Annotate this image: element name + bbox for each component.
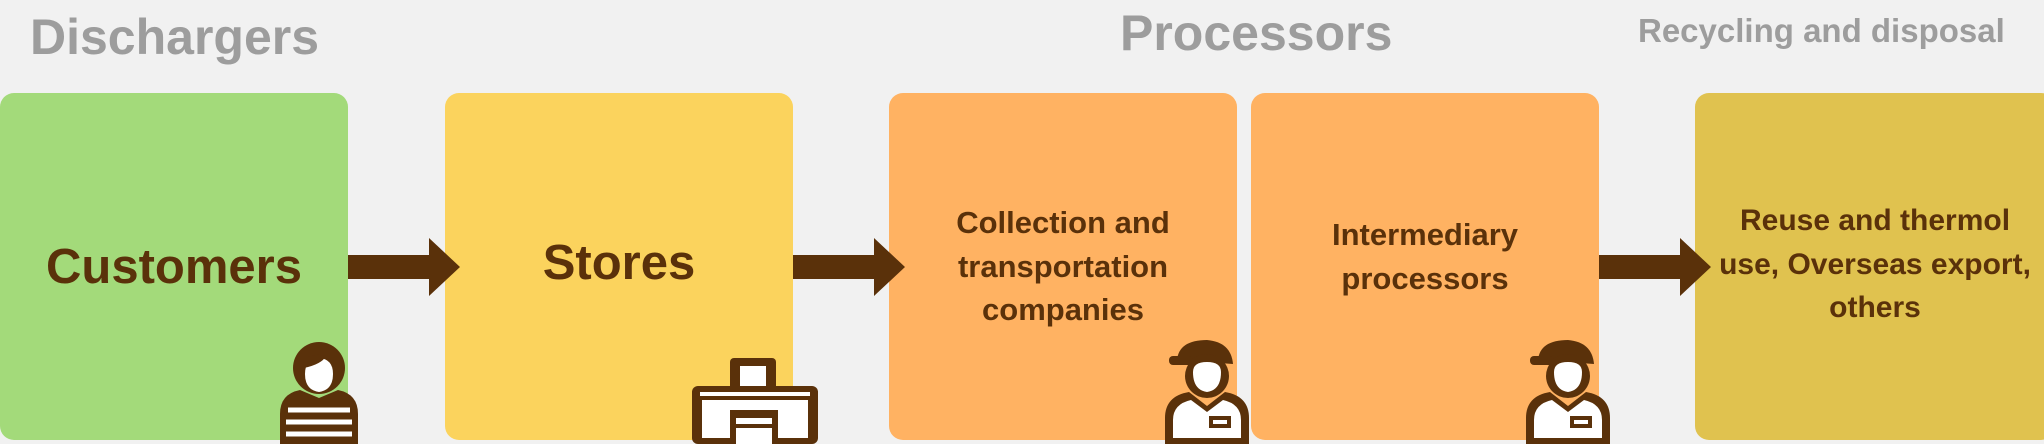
section-title-processors: Processors [1120, 5, 1393, 61]
section-title-dischargers: Dischargers [30, 9, 320, 65]
arrow-stores-to-collection [793, 238, 905, 296]
arrow-customers-to-stores [348, 238, 460, 296]
intermediary-label: Intermediary processors [1331, 217, 1519, 296]
customers-box: Customers [0, 93, 348, 440]
collection-box: Collection and transportation companies [889, 93, 1237, 440]
collection-label: Collection and transportation companies [956, 205, 1170, 328]
stores-label: Stores [542, 235, 696, 290]
section-title-recycling: Recycling and disposal [1638, 12, 2005, 49]
reuse-box: Reuse and thermol use, Overseas export, … [1695, 93, 2044, 440]
intermediary-box: Intermediary processors [1251, 93, 1599, 440]
worker-with-cap-icon [1165, 340, 1249, 444]
customers-label: Customers [46, 239, 302, 294]
storefront-icon [692, 358, 818, 444]
person-striped-shirt-icon [280, 342, 358, 444]
worker-with-cap-icon [1526, 340, 1610, 444]
arrow-intermediary-to-reuse [1599, 238, 1711, 296]
reuse-label: Reuse and thermol use, Overseas export, … [1719, 204, 2031, 325]
